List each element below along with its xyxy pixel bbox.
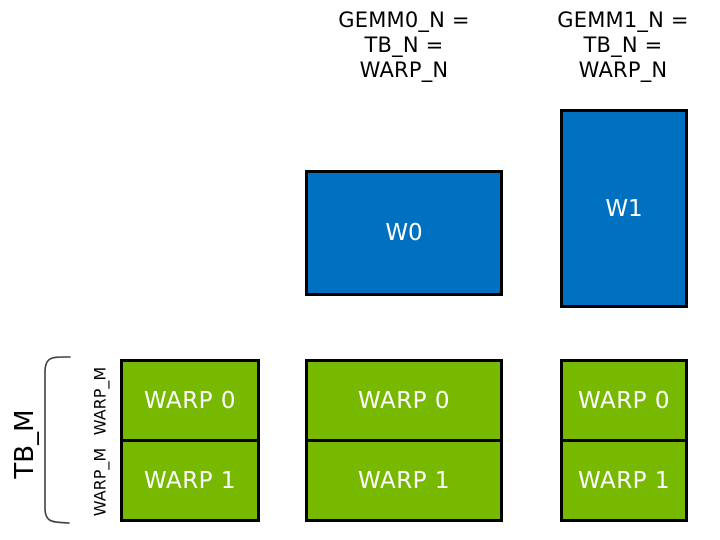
warp-column-middle: WARP 0 WARP 1 <box>305 359 503 522</box>
warp-row-1: WARP 1 <box>120 439 260 522</box>
warp-column-left: WARP 0 WARP 1 <box>120 359 260 522</box>
gemm1-header-line3: WARP_N <box>578 58 668 82</box>
warp-row-label: WARP 1 <box>577 467 670 494</box>
blue-box-w1: W1 <box>560 109 688 308</box>
w0-label: W0 <box>385 220 423 246</box>
warp-row-label: WARP 1 <box>143 467 236 494</box>
tb-m-bracket <box>44 356 71 524</box>
blue-box-w0: W0 <box>305 170 503 296</box>
warp-row-label: WARP 0 <box>357 387 450 414</box>
warp-row-label: WARP 1 <box>357 467 450 494</box>
gemm1-header-line1: GEMM1_N = <box>557 8 689 32</box>
tb-m-label: TB_M <box>10 409 40 479</box>
w1-label: W1 <box>605 195 643 222</box>
warp-row-label: WARP 0 <box>143 387 236 414</box>
gemm1-header-line2: TB_N = <box>583 33 663 57</box>
warp-row-0: WARP 0 <box>120 359 260 442</box>
warp-row-1: WARP 1 <box>305 439 503 522</box>
gemm0-header-line1: GEMM0_N = <box>338 8 470 32</box>
gemm0-header-line3: WARP_N <box>359 58 449 82</box>
gemm1-header: GEMM1_N = TB_N = WARP_N <box>513 8 720 83</box>
warp-column-right: WARP 0 WARP 1 <box>560 359 688 522</box>
warp-m-label-bottom: WARP_M <box>90 447 110 517</box>
warp-m-label-top: WARP_M <box>90 366 110 436</box>
warp-row-label: WARP 0 <box>577 387 670 414</box>
gemm0-header-line2: TB_N = <box>364 33 444 57</box>
warp-row-0: WARP 0 <box>560 359 688 442</box>
gemm0-header: GEMM0_N = TB_N = WARP_N <box>294 8 514 83</box>
warp-row-0: WARP 0 <box>305 359 503 442</box>
warp-row-1: WARP 1 <box>560 439 688 522</box>
